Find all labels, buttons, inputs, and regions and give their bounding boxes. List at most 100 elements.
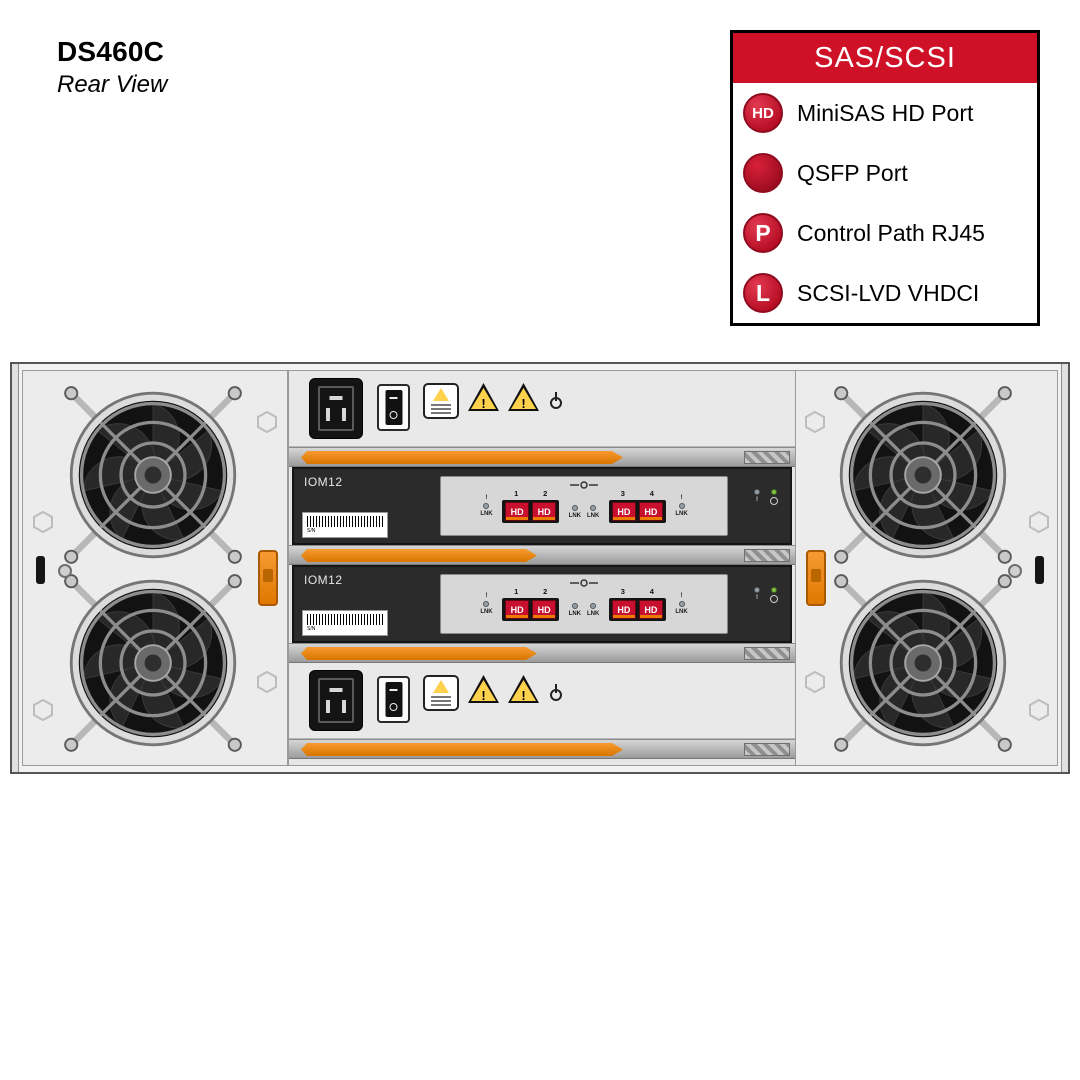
psu-bottom-rail <box>289 739 795 759</box>
fault-link-leds-right: ! LNK <box>675 593 687 615</box>
vent-hexagon-icon <box>805 411 825 433</box>
iom-module-b: IOM12 S/N ! LNK <box>292 565 792 643</box>
lnk-label: LNK <box>587 513 600 519</box>
warning-triangle-icon: ! <box>468 675 499 703</box>
attention-led <box>754 489 760 495</box>
link-led <box>590 603 597 609</box>
link-led-col: LNK <box>587 505 599 519</box>
page-subtitle: Rear View <box>57 71 168 98</box>
minisas-hd-port-2: HD <box>532 600 557 619</box>
lnk-label: LNK <box>675 511 688 517</box>
on-mark-icon <box>389 689 398 691</box>
port-numbers: 3 4 <box>608 587 666 596</box>
port-numbers: 1 2 <box>502 587 560 596</box>
rail-end-cap <box>744 451 790 464</box>
link-led-col: LNK <box>569 505 581 519</box>
minisas-hd-port-4: HD <box>638 502 663 521</box>
scsi-lvd-vhdci-icon: L <box>743 273 783 313</box>
attention-led-col: ! <box>754 587 760 603</box>
attention-led-col: ! <box>754 489 760 505</box>
barcode <box>307 516 383 527</box>
port-pair-frame: HD HD <box>608 500 666 523</box>
iom-name-label: IOM12 <box>304 475 343 489</box>
manual-label-icon <box>423 675 459 711</box>
chassis-rear-view: ! ! IOM12 <box>10 362 1070 774</box>
warning-mark: ! <box>521 688 526 703</box>
identify-marker-right <box>1035 556 1044 584</box>
legend-item-minisas: HD MiniSAS HD Port <box>733 83 1037 143</box>
power-line <box>555 392 557 401</box>
ac-inlet-socket <box>318 386 354 431</box>
status-leds: ! <box>754 587 778 603</box>
vent-hexagon-icon <box>1029 511 1049 533</box>
cam-latch-right <box>806 550 826 606</box>
power-led <box>771 587 777 593</box>
link-led <box>590 505 597 511</box>
rail-end-cap <box>744 647 790 660</box>
inlet-slot <box>342 700 346 713</box>
book-icon <box>431 404 451 414</box>
off-mark-icon <box>389 411 398 419</box>
link-activity-icon <box>570 481 598 489</box>
document-title-block: DS460C Rear View <box>57 36 167 99</box>
serial-text: S/N <box>307 528 316 534</box>
vent-hexagon-icon <box>805 671 825 693</box>
inlet-slot <box>326 700 330 713</box>
manual-label-icon <box>423 383 459 419</box>
minisas-hd-port-1: HD <box>505 502 530 521</box>
fan-module-3 <box>829 381 1017 569</box>
iom-b-release-handle <box>301 647 537 660</box>
minisas-hd-port-1: HD <box>505 600 530 619</box>
barcode <box>307 614 383 625</box>
warning-triangle-icon: ! <box>508 675 539 703</box>
warning-mark: ! <box>481 688 486 703</box>
port-number: 3 <box>620 489 625 498</box>
legend-item-label: SCSI-LVD VHDCI <box>797 279 980 306</box>
legend: SAS/SCSI HD MiniSAS HD Port QSFP Port P … <box>730 30 1040 326</box>
link-leds-center: LNK LNK <box>569 505 599 519</box>
psu-top: ! ! <box>289 371 795 447</box>
link-leds-center: LNK LNK <box>569 603 599 617</box>
lnk-label: LNK <box>480 609 493 615</box>
fan-module-2 <box>59 569 247 757</box>
legend-item-label: MiniSAS HD Port <box>797 99 974 126</box>
port-number: 1 <box>514 489 519 498</box>
inlet-slot <box>329 396 343 400</box>
ac-inlet-socket <box>318 678 354 723</box>
inlet-slot <box>326 408 330 421</box>
minisas-hd-port-3: HD <box>611 600 636 619</box>
lnk-label: LNK <box>675 609 688 615</box>
serial-barcode-label: S/N <box>302 512 388 538</box>
psu-warning-labels: ! ! <box>423 383 566 419</box>
port-group-3-4: 3 4 HD HD <box>608 489 666 523</box>
port-pair-frame: HD HD <box>502 500 560 523</box>
port-pair-frame: HD HD <box>502 598 560 621</box>
fault-label: ! <box>485 593 488 599</box>
link-activity-icon <box>570 579 598 587</box>
fault-led <box>678 503 685 509</box>
port-number: 1 <box>514 587 519 596</box>
link-led <box>571 505 578 511</box>
fan-module-1 <box>59 381 247 569</box>
power-led <box>771 489 777 495</box>
port-number: 2 <box>543 587 548 596</box>
qsfp-port-icon <box>743 153 783 193</box>
book-icon <box>431 696 451 706</box>
minisas-hd-port-2: HD <box>532 502 557 521</box>
ac-inlet <box>309 378 363 439</box>
minisas-hd-port-4: HD <box>638 600 663 619</box>
legend-item-scsi-lvd: L SCSI-LVD VHDCI <box>733 263 1037 323</box>
power-led-col <box>770 587 778 603</box>
minisas-hd-port-3: HD <box>611 502 636 521</box>
fault-label: ! <box>680 495 683 501</box>
power-symbol-icon <box>548 683 566 703</box>
power-rocker <box>385 390 402 425</box>
psu-bottom-release-handle <box>301 743 623 756</box>
port-number: 4 <box>649 587 654 596</box>
inlet-slot <box>342 408 346 421</box>
fault-link-leds-left: ! LNK <box>480 593 492 615</box>
rack-ear-right <box>1061 364 1068 772</box>
fault-label: ! <box>756 497 758 503</box>
iom-module-a: IOM12 S/N ! LNK <box>292 467 792 545</box>
